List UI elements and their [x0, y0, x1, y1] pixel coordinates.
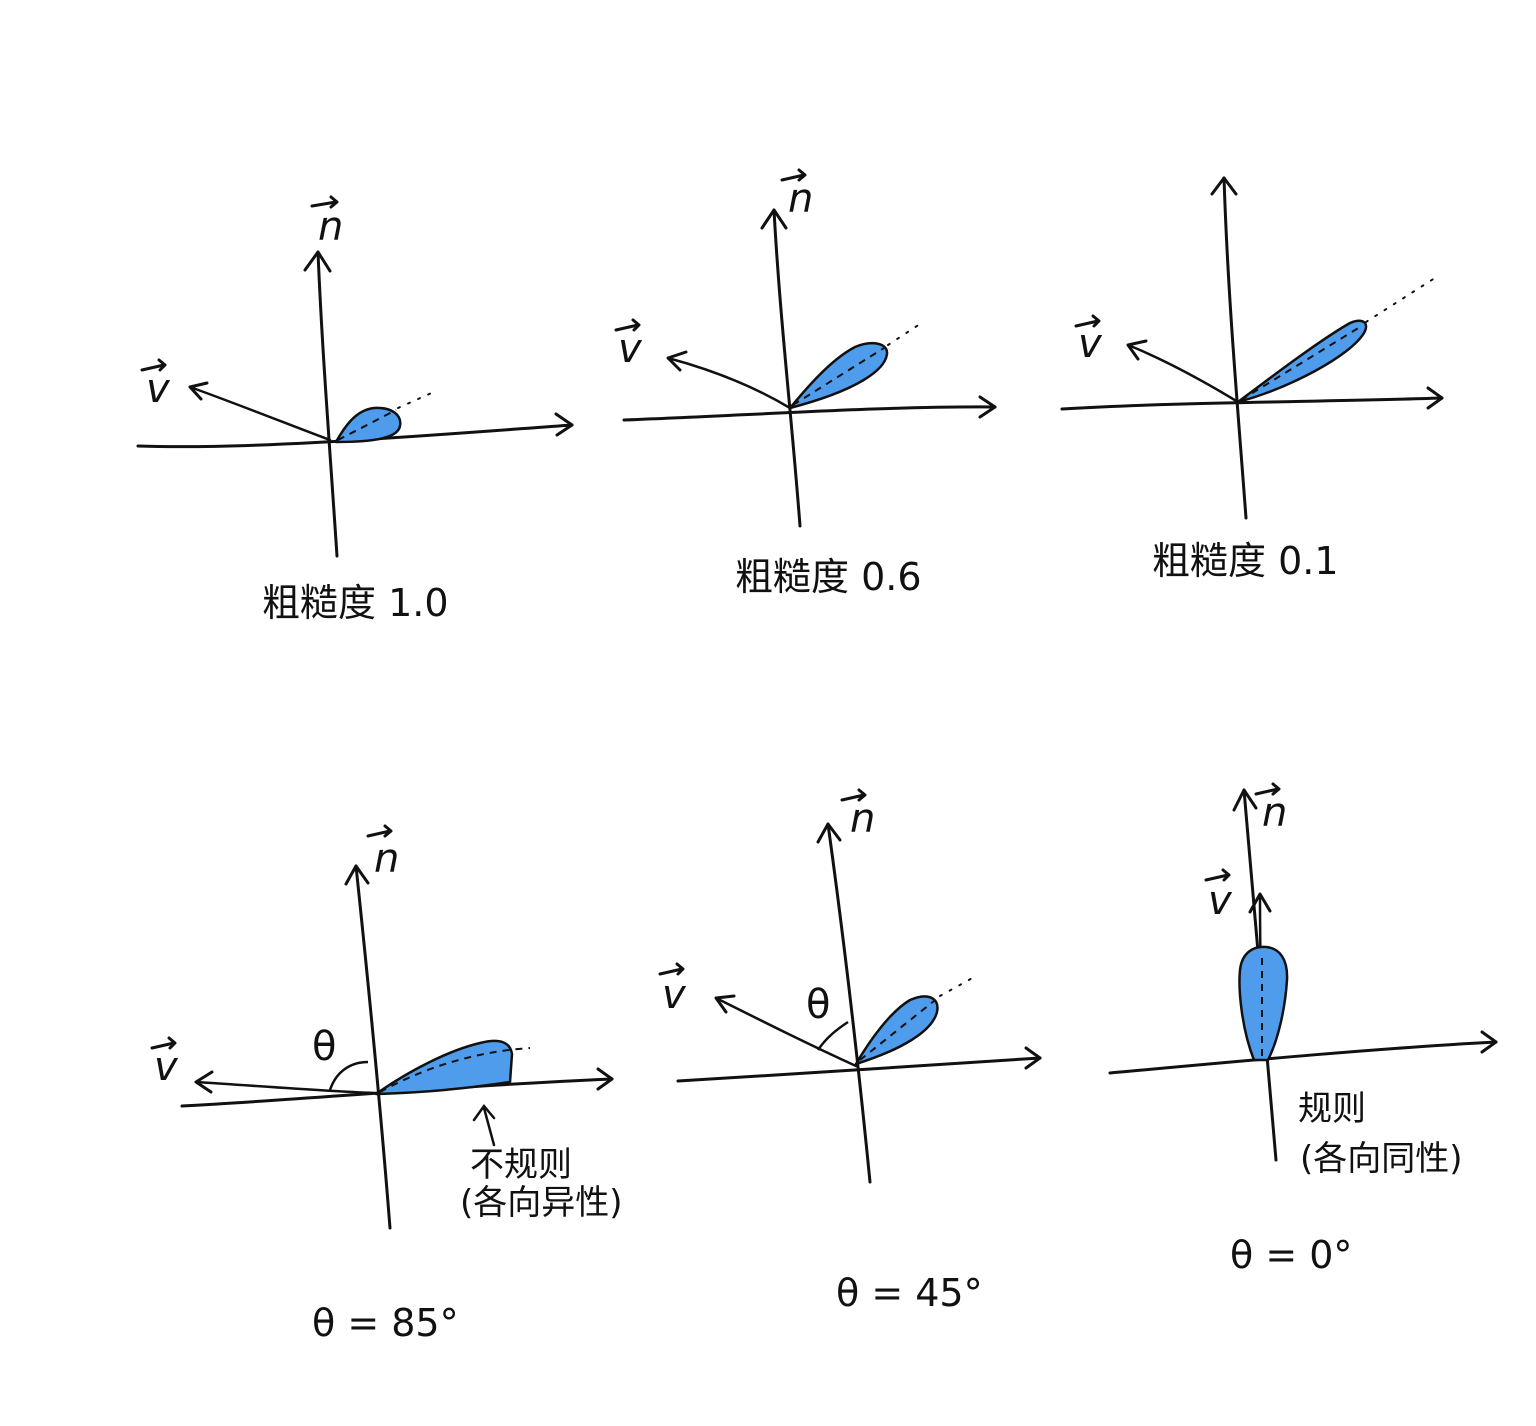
- panel-roughness-0-6: n v 粗糙度 0.6: [614, 168, 997, 599]
- horizontal-axis: [622, 405, 997, 422]
- view-arrow-bar: [1204, 868, 1231, 882]
- normal-label: n: [850, 796, 875, 842]
- normal-arrow-bar: [1254, 782, 1281, 796]
- normal-label: n: [374, 836, 399, 882]
- reflection-extension: [397, 390, 437, 409]
- view-arrow-bar: [150, 1036, 177, 1050]
- view-vector-arrowhead: [194, 1070, 214, 1094]
- view-vector: [1126, 343, 1240, 404]
- normal-axis-arrowhead: [1232, 788, 1258, 812]
- normal-label: n: [788, 176, 813, 222]
- view-label: v: [146, 366, 171, 412]
- view-vector: [188, 385, 332, 442]
- specular-lobe: [334, 406, 402, 444]
- normal-axis-arrowhead: [1210, 176, 1238, 196]
- theta-arc: [816, 1020, 849, 1051]
- horizontal-axis: [1108, 1040, 1498, 1075]
- horizontal-axis-arrowhead: [1024, 1046, 1042, 1070]
- view-vector-arrowhead: [188, 381, 209, 401]
- horizontal-axis-arrowhead: [1480, 1030, 1498, 1054]
- normal-axis-arrowhead: [344, 864, 370, 886]
- view-label: v: [154, 1044, 179, 1090]
- view-vector: [714, 996, 858, 1068]
- horizontal-axis-arrowhead: [978, 395, 997, 419]
- horizontal-axis-arrowhead: [554, 412, 574, 437]
- panel-theta-85: n v θ 不规则 (各向异性) θ = 85°: [150, 824, 623, 1345]
- reflection-direction: [792, 347, 885, 406]
- normal-axis-arrowhead: [303, 250, 332, 273]
- view-arrow-bar: [1074, 314, 1101, 328]
- view-vector-arrowhead: [1248, 892, 1272, 914]
- normal-arrow-bar: [310, 195, 339, 209]
- caption: 粗糙度 0.1: [1152, 539, 1339, 583]
- reflection-direction: [859, 1000, 935, 1061]
- caption: 粗糙度 1.0: [262, 581, 449, 625]
- normal-axis: [1222, 176, 1248, 520]
- panel-roughness-0-1: v 粗糙度 0.1: [1060, 176, 1444, 583]
- reflection-direction: [337, 409, 397, 441]
- caption: θ = 45°: [836, 1271, 983, 1315]
- view-vector: [666, 356, 792, 410]
- normal-axis: [316, 250, 339, 558]
- reflection-extension: [887, 323, 921, 346]
- specular-lobe: [1236, 319, 1368, 404]
- reflection-direction: [379, 1047, 531, 1093]
- panel-roughness-1-0: n v 粗糙度 1.0: [136, 195, 574, 625]
- note-pointer: [472, 1103, 496, 1147]
- normal-arrow-bar: [840, 788, 867, 802]
- view-label: v: [618, 326, 643, 372]
- normal-arrow-bar: [780, 168, 807, 182]
- normal-label: n: [318, 204, 343, 250]
- view-label: v: [1208, 878, 1233, 924]
- view-vector-arrowhead: [666, 350, 688, 372]
- normal-axis: [826, 822, 872, 1184]
- normal-axis: [772, 208, 802, 528]
- theta-symbol: θ: [312, 1024, 336, 1070]
- view-vector-arrowhead: [1126, 339, 1148, 361]
- caption: θ = 0°: [1230, 1233, 1352, 1277]
- view-arrow-bar: [140, 358, 167, 372]
- anisotropy-note-line2: (各向异性): [460, 1183, 623, 1223]
- normal-axis-arrowhead: [760, 208, 788, 230]
- isotropy-note-line2: (各向同性): [1300, 1139, 1463, 1179]
- view-vector-arrowhead: [714, 994, 736, 1014]
- specular-lobe: [1238, 945, 1289, 1062]
- view-label: v: [1078, 321, 1103, 367]
- caption: θ = 85°: [312, 1301, 459, 1345]
- reflection-direction: [1240, 326, 1361, 401]
- anisotropy-note-line1: 不规则: [470, 1145, 572, 1185]
- reflection-extension: [1365, 275, 1439, 323]
- normal-label: n: [1262, 790, 1287, 836]
- horizontal-axis-arrowhead: [1426, 386, 1444, 410]
- isotropy-note-line1: 规则: [1298, 1089, 1366, 1129]
- normal-arrow-bar: [366, 824, 393, 838]
- view-label: v: [662, 972, 687, 1018]
- caption: 粗糙度 0.6: [735, 555, 922, 599]
- view-arrow-bar: [614, 318, 641, 332]
- view-vector: [194, 1080, 376, 1095]
- normal-axis: [354, 864, 392, 1230]
- theta-arc: [328, 1060, 369, 1091]
- view-arrow-bar: [658, 962, 685, 976]
- specular-lobe: [374, 1039, 514, 1096]
- panel-theta-0: n v 规则 (各向同性) θ = 0°: [1108, 782, 1498, 1277]
- theta-symbol: θ: [806, 982, 830, 1028]
- horizontal-axis: [676, 1056, 1042, 1083]
- panel-theta-45: n v θ θ = 45°: [658, 788, 1042, 1315]
- specular-lobe: [854, 995, 939, 1066]
- reflection-extension: [939, 975, 977, 997]
- normal-axis-arrowhead: [816, 822, 842, 844]
- horizontal-axis: [1060, 396, 1444, 411]
- horizontal-axis-arrowhead: [596, 1067, 614, 1091]
